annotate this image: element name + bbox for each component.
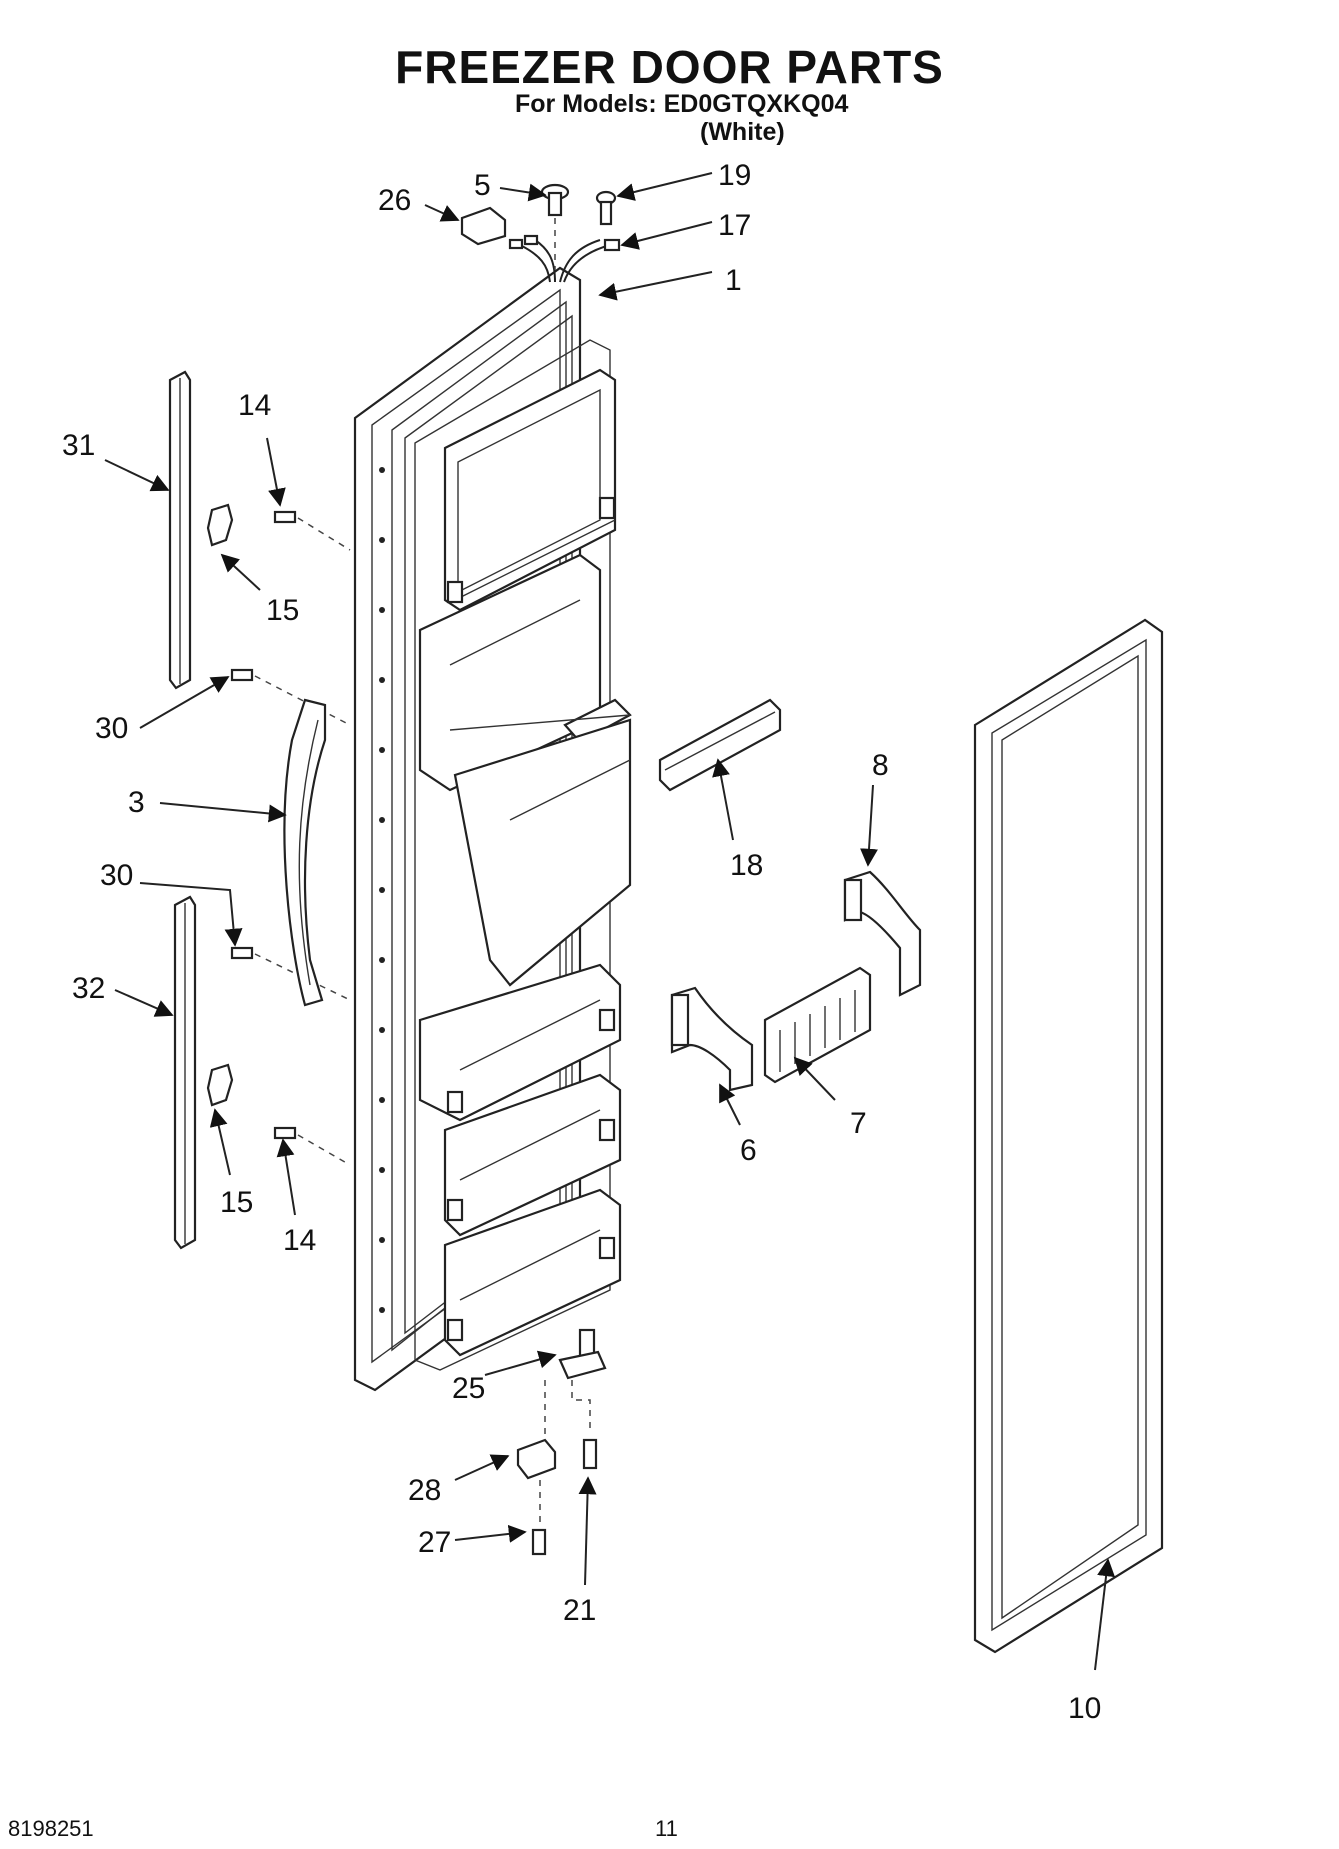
callout-31: 31 [62,429,95,462]
callout-25: 25 [452,1372,485,1405]
document-number: 8198251 [8,1816,94,1841]
slide-rail-part [763,966,872,1084]
callout-15-top: 15 [266,594,299,627]
callout-6: 6 [740,1134,757,1167]
page-title: FREEZER DOOR PARTS [395,41,944,93]
leader-lines [104,172,1116,1671]
light-socket-part [540,183,570,270]
door-handle-part [283,698,327,1007]
door-gasket-part [973,618,1164,1654]
bracket-part-left [670,986,754,1092]
page-number: 11 [655,1816,678,1841]
callout-14-top: 14 [238,389,271,422]
callout-30-bottom: 30 [100,859,133,892]
callout-30-top: 30 [95,712,128,745]
screw-part [595,190,617,226]
callout-17: 17 [718,209,751,242]
callout-1: 1 [725,264,742,297]
rail-part [658,698,782,792]
color-variant: (White) [700,118,785,146]
callout-14-bottom: 14 [283,1224,316,1257]
screw-hardware [230,510,351,1166]
callout-15-bottom: 15 [220,1186,253,1219]
callout-21: 21 [563,1594,596,1627]
trim-strip-bottom [173,895,197,1250]
hinge-hardware [516,1328,607,1556]
callout-10: 10 [1068,1692,1101,1725]
callout-32: 32 [72,972,105,1005]
callout-19: 19 [718,159,751,192]
callout-labels: 26 5 19 17 1 14 31 15 30 3 30 32 15 14 1… [62,159,1101,1725]
models-line: For Models: ED0GTQXKQ04 [515,90,849,118]
callout-5: 5 [474,169,491,202]
wire-harness [508,234,621,283]
trim-strip-top [168,370,192,690]
callout-27: 27 [418,1526,451,1559]
connector-part [460,206,507,246]
callout-8: 8 [872,749,889,782]
callout-28: 28 [408,1474,441,1507]
callout-18: 18 [730,849,763,882]
callout-26: 26 [378,184,411,217]
bracket-part-right [843,870,922,997]
freezer-door [353,266,632,1392]
callout-3: 3 [128,786,145,819]
clip-part-bottom [206,1063,234,1107]
callout-7: 7 [850,1107,867,1140]
clip-part-top [206,503,234,547]
